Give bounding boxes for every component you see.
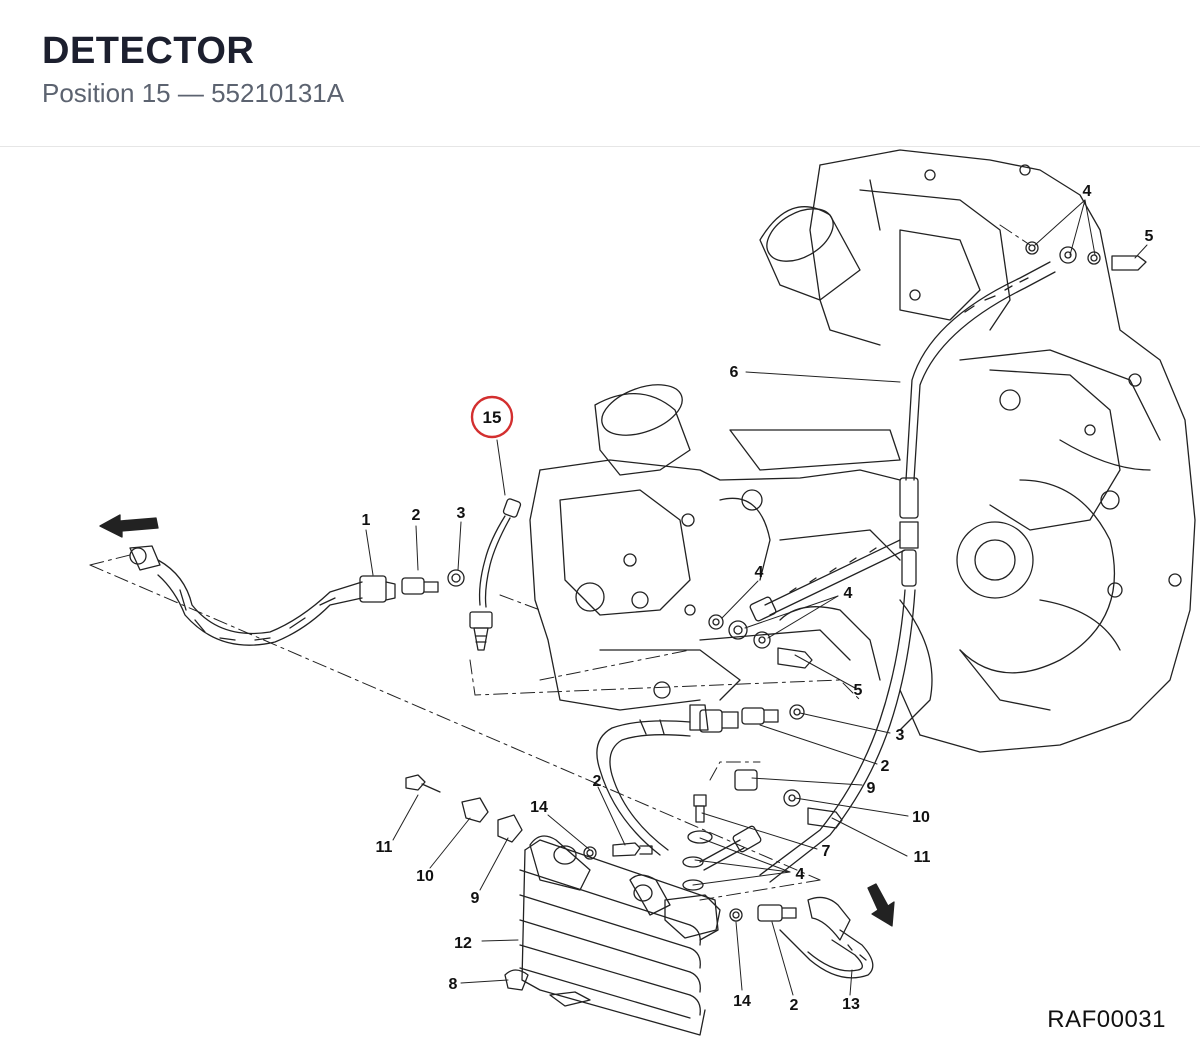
part-label: 3: [457, 505, 466, 522]
page-subtitle: Position 15 — 55210131A: [42, 78, 345, 108]
part-label: 2: [790, 997, 799, 1014]
part-label: 14: [733, 993, 751, 1010]
leader-lines: [365, 199, 1148, 996]
part-label: 10: [416, 868, 434, 885]
exploded-parts-diagram: 1 2 3 4 5 6 4 4 5 3 2 9 10 11 7 4 2 14 1…: [89, 149, 1196, 1036]
lower-right-hose-part-13: [779, 929, 874, 979]
flow-arrows: [99, 514, 895, 927]
part-label: 6: [730, 364, 739, 381]
part-label: 2: [412, 507, 421, 524]
lower-hose-assembly: [596, 704, 843, 891]
part-label: 3: [896, 727, 905, 744]
part-label: 9: [471, 890, 480, 907]
part-label: 9: [867, 780, 876, 797]
part-label: 8: [449, 976, 458, 993]
part-label: 5: [1145, 228, 1154, 245]
page-header: DETECTOR Position 15 — 55210131A: [0, 0, 1200, 147]
left-oil-hose: [129, 545, 465, 646]
part-label: 11: [376, 839, 393, 856]
part-label: 4: [755, 564, 764, 581]
part-label: 10: [912, 809, 930, 826]
part-label: 5: [854, 682, 863, 699]
part-label: 2: [881, 758, 890, 775]
part-label: 4: [844, 585, 853, 602]
part-label: 4: [796, 866, 805, 883]
oil-cooler-part-12: [405, 774, 851, 1036]
upper-hose-part-6: [759, 241, 1147, 883]
highlight-circle: [470, 395, 514, 439]
part-label: 14: [530, 799, 548, 816]
highlighted-part-label: 15: [483, 408, 502, 427]
page-title: DETECTOR: [42, 30, 255, 72]
detector-sensor-part-15: [469, 498, 522, 651]
part-labels: 1 2 3 4 5 6 4 4 5 3 2 9 10 11 7 4 2 14 1…: [362, 183, 1154, 1014]
part-label: 1: [362, 512, 371, 529]
part-label: 12: [454, 935, 472, 952]
drawing-code: RAF00031: [1047, 1006, 1166, 1033]
engine-block-outline: [529, 149, 1196, 753]
middle-hose: [684, 539, 906, 669]
part-label: 11: [914, 849, 931, 866]
part-label: 13: [842, 996, 860, 1013]
part-label: 2: [593, 773, 602, 790]
construction-lines: [89, 224, 1031, 901]
part-label: 7: [822, 843, 831, 860]
part-label: 4: [1083, 183, 1092, 200]
